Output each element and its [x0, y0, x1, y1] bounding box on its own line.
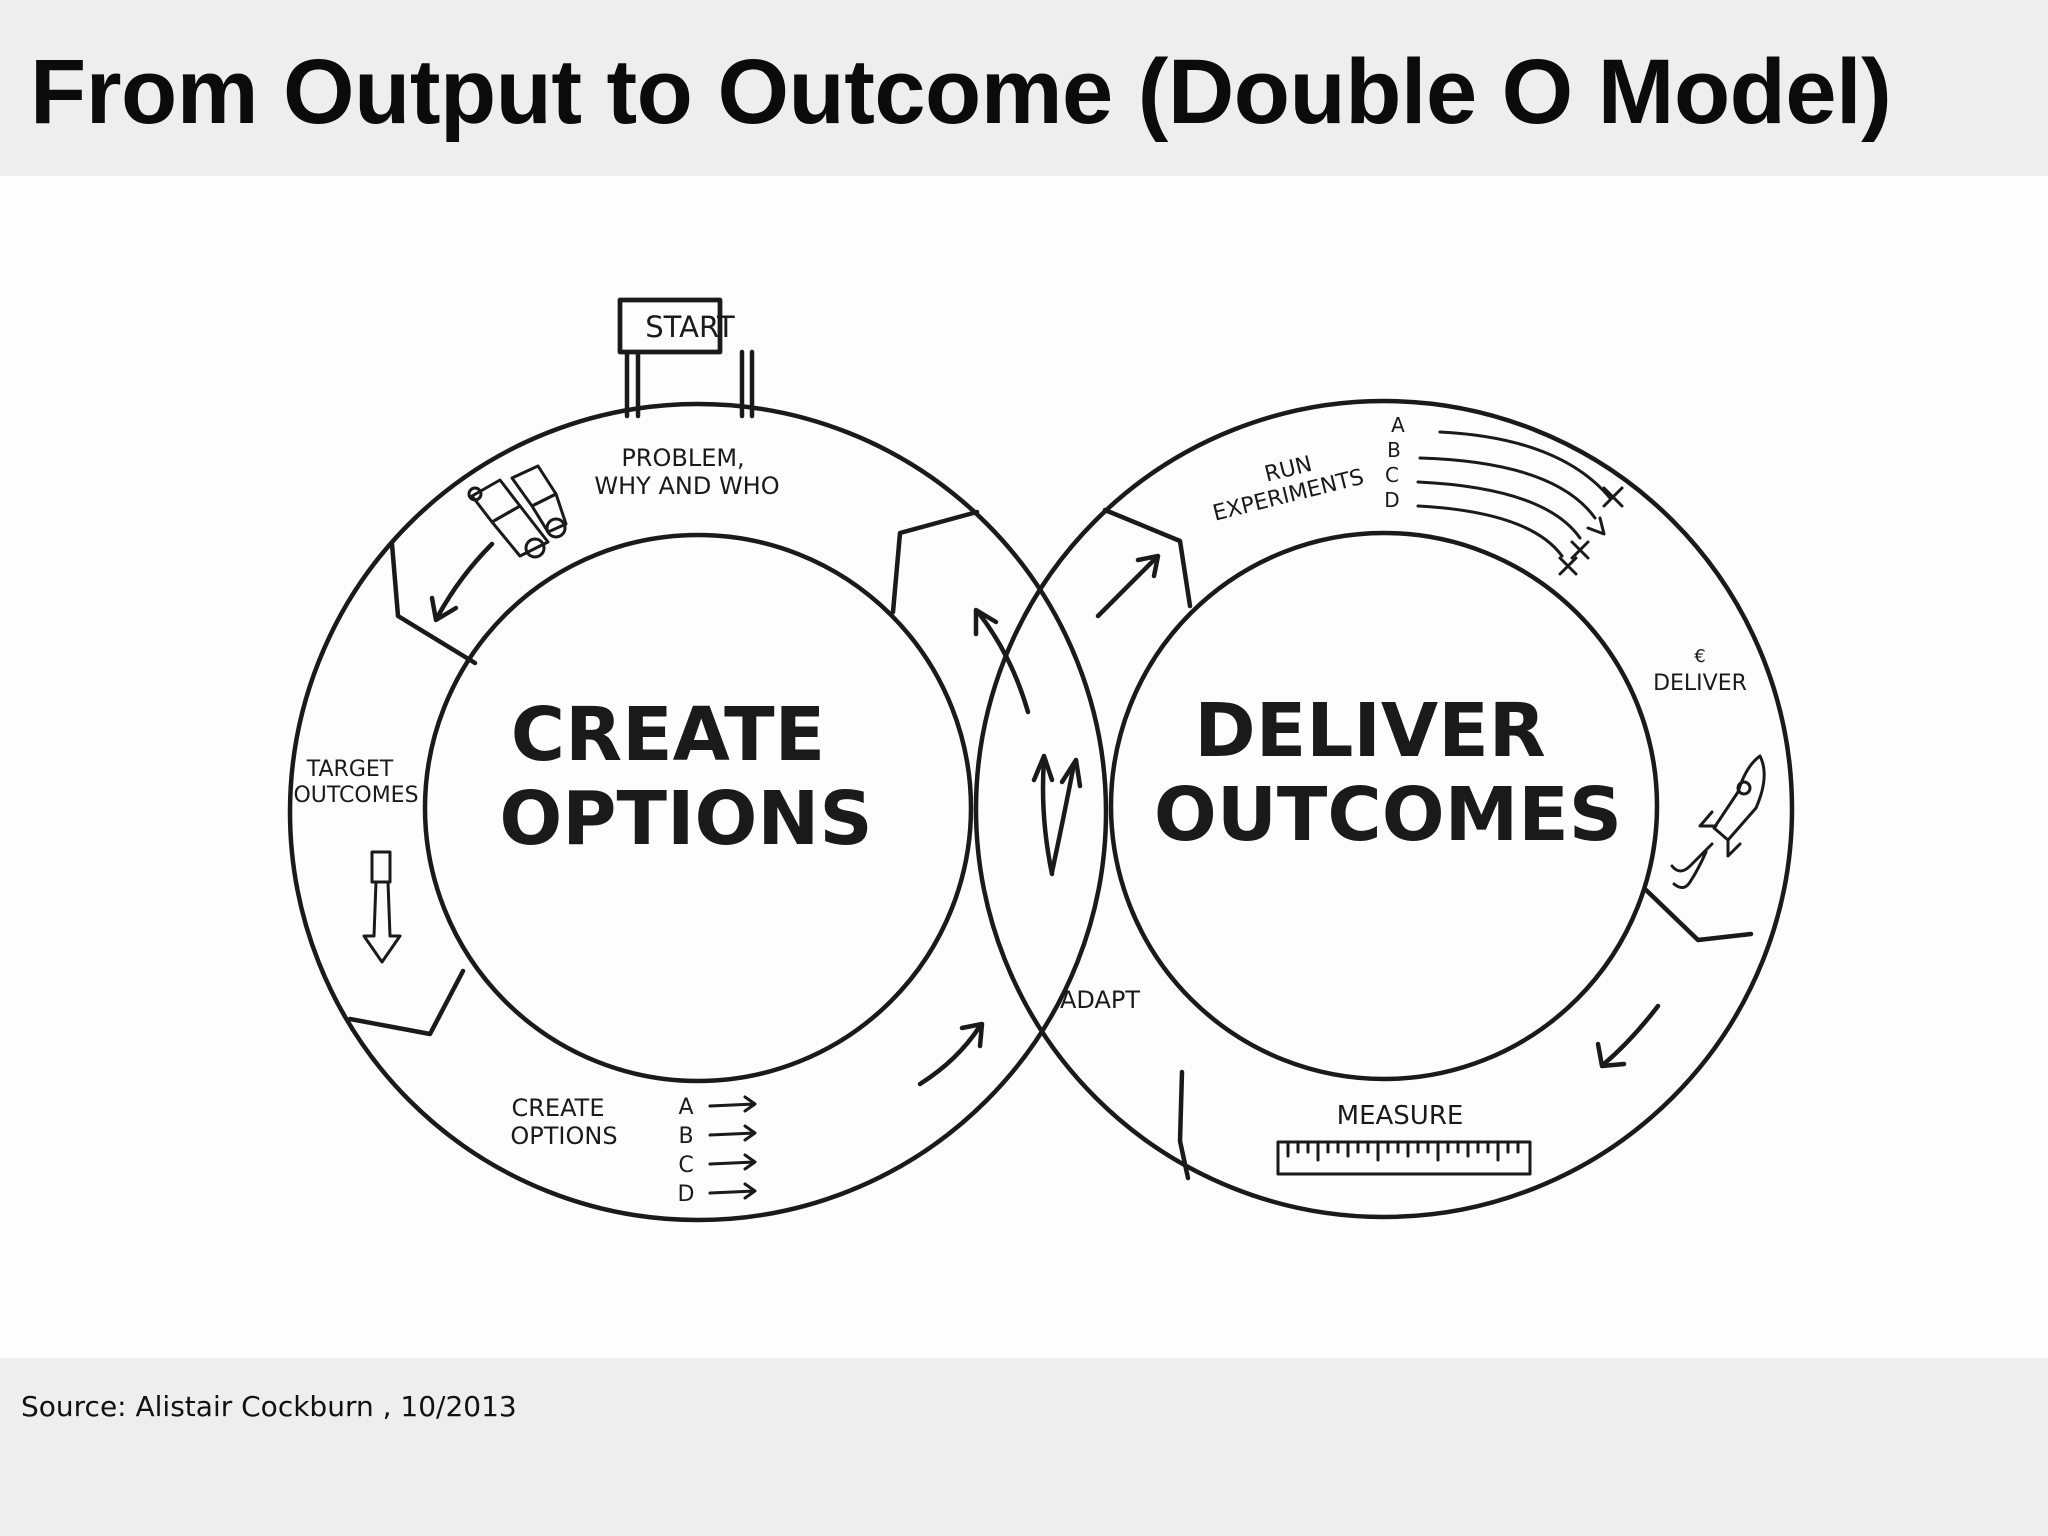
bottle-icon	[362, 850, 402, 964]
option-c: C	[678, 1153, 693, 1178]
measure-label: MEASURE	[1337, 1101, 1464, 1131]
experiment-b: B	[1387, 438, 1401, 462]
option-b: B	[678, 1124, 693, 1149]
experiment-a: A	[1391, 413, 1405, 437]
right-divider-top	[1102, 507, 1193, 609]
start-label: START	[645, 310, 735, 344]
left-divider-lower	[347, 968, 466, 1037]
euro-symbol: €	[1694, 646, 1705, 667]
create-options-step-line1: CREATE	[512, 1094, 605, 1122]
source-credit: Source: Alistair Cockburn , 10/2013	[21, 1390, 517, 1423]
left-divider-top	[389, 541, 478, 666]
create-options-step-line2: OPTIONS	[510, 1122, 617, 1150]
double-o-diagram: START CREATE OPTIONS DELIVER OUTCOMES PR…	[287, 297, 1795, 1223]
option-d: D	[678, 1182, 695, 1207]
deliver-outcomes-line2: OUTCOMES	[1154, 772, 1622, 858]
right-inner-circle	[1108, 530, 1660, 1082]
create-options-line1: CREATE	[511, 692, 825, 778]
problem-label-line1: PROBLEM,	[621, 444, 744, 472]
target-label-line2: OUTCOMES	[293, 783, 418, 808]
option-list: A B C D	[678, 1095, 757, 1207]
diagram-area: START CREATE OPTIONS DELIVER OUTCOMES PR…	[0, 176, 2048, 1358]
experiment-c: C	[1385, 463, 1399, 487]
footer-bar: Source: Alistair Cockburn , 10/2013	[0, 1358, 2048, 1536]
experiment-d: D	[1384, 488, 1399, 512]
option-a: A	[678, 1095, 693, 1120]
flow-arrows	[429, 541, 1661, 1087]
binoculars-icon	[467, 464, 568, 559]
slide-title: From Output to Outcome (Double O Model)	[30, 41, 1892, 143]
rocket-icon	[1670, 754, 1766, 889]
right-divider-bottom	[1177, 1069, 1191, 1181]
start-sign: START	[617, 297, 755, 419]
deliver-outcomes-line1: DELIVER	[1194, 688, 1545, 774]
right-divider-right	[1643, 887, 1754, 943]
left-divider-upper-right	[890, 509, 980, 615]
left-inner-circle	[422, 532, 974, 1084]
target-label-line1: TARGET	[306, 757, 394, 782]
ruler-icon	[1276, 1140, 1532, 1176]
experiment-list: A B C D	[1384, 413, 1624, 576]
create-options-line2: OPTIONS	[499, 776, 872, 862]
deliver-label: DELIVER	[1653, 671, 1747, 696]
title-bar: From Output to Outcome (Double O Model)	[0, 0, 2048, 176]
left-outer-ring	[287, 401, 1109, 1223]
right-outer-ring	[973, 398, 1795, 1220]
adapt-label: ADAPT	[1060, 986, 1140, 1014]
problem-label-line2: WHY AND WHO	[594, 472, 779, 500]
